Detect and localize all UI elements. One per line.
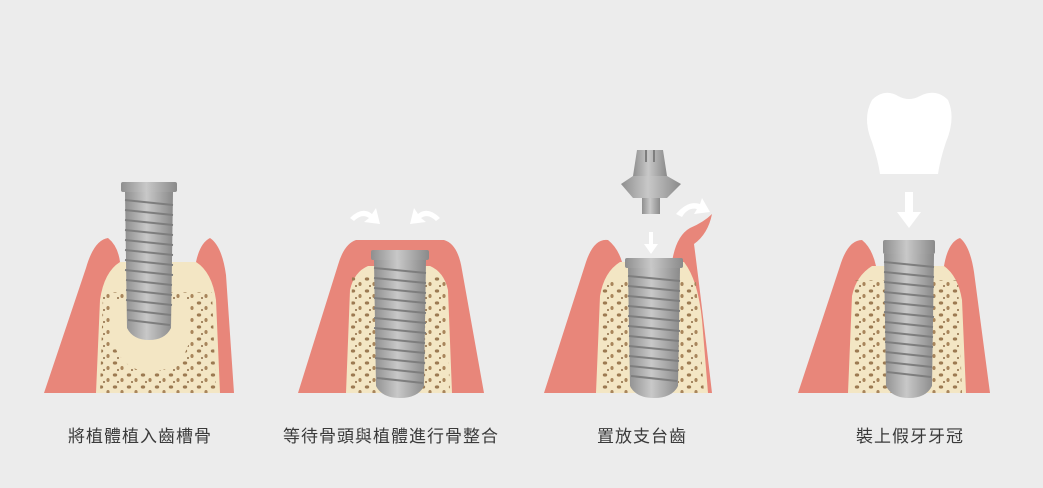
crown [867,92,952,174]
step-1-caption: 將植體植入齒槽骨 [68,427,212,447]
implant-fixture [121,182,177,340]
abutment [621,150,681,214]
step-2-illustration [298,208,484,398]
down-arrow-icon [897,192,921,228]
implant-fixture [883,240,935,398]
curved-arrow-left-icon [350,208,380,224]
implant-fixture [371,250,429,398]
step-3-caption: 置放支台齒 [597,427,687,447]
step-4-caption: 裝上假牙牙冠 [856,427,964,447]
down-arrow-icon [644,232,658,254]
curved-arrow-right-icon [676,198,710,217]
step-3-illustration [544,150,712,398]
step-4-illustration [798,92,990,398]
curved-arrow-right-icon [410,208,440,224]
step-1-illustration [44,182,234,393]
step-2-caption: 等待骨頭與植體進行骨整合 [283,427,499,447]
implant-fixture [625,258,683,398]
